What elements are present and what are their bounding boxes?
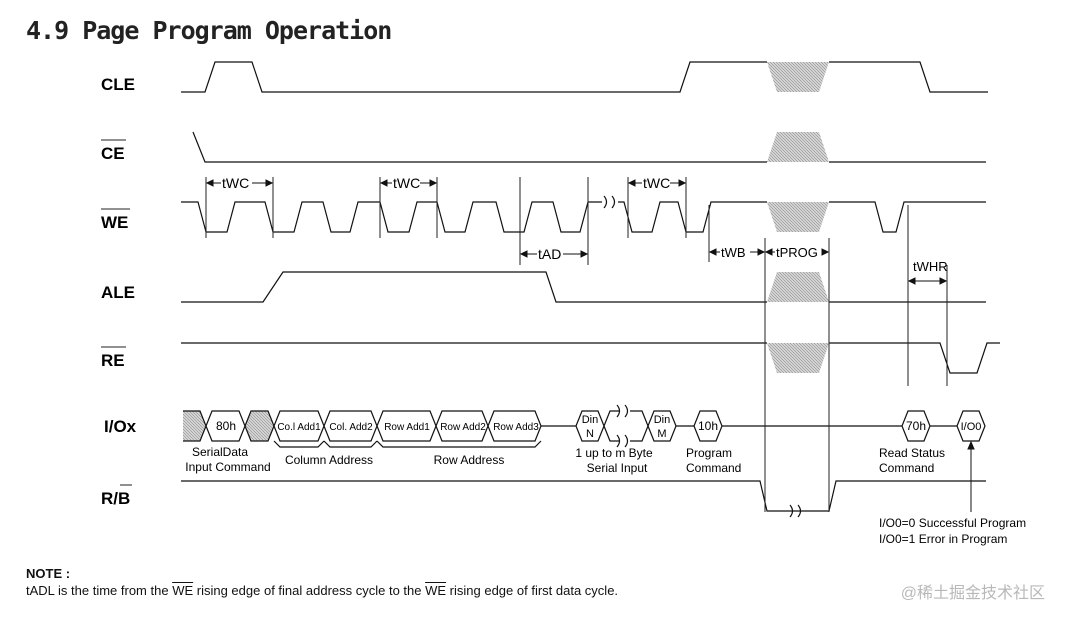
label-column-address: Column Address (285, 453, 373, 467)
signal-ale: ALE (101, 283, 135, 302)
ale-waveform (181, 271, 986, 303)
signal-ce: CE (101, 144, 125, 163)
ce-waveform (192, 131, 986, 163)
label-row-address: Row Address (434, 453, 505, 467)
note-we-2: WE (425, 583, 447, 598)
io-box-row-add1: Row Add1 (384, 422, 430, 433)
label-read-status: Read Status (879, 446, 945, 460)
note-we-1: WE (172, 583, 194, 598)
timing-twc-2: tWC (393, 175, 420, 191)
io-box-row-add3: Row Add3 (493, 422, 539, 433)
timing-twc-1: tWC (222, 175, 249, 191)
signal-we: WE (101, 213, 128, 232)
timing-twhr: tWHR (913, 259, 948, 274)
we-break (603, 195, 616, 209)
io-box-din-m-bottom: M (657, 428, 666, 440)
timing-twb: tWB (721, 245, 746, 260)
io-box-10h: 10h (698, 419, 718, 433)
io-dontcare-start (183, 411, 206, 441)
re-waveform (181, 342, 1000, 374)
timing-arrows (205, 179, 975, 512)
note-text: tADL is the time from the WE rising edge… (26, 583, 619, 598)
rb-waveform (181, 480, 986, 512)
io-box-din-n-top: Din (582, 414, 599, 426)
cle-waveform-b (181, 61, 988, 93)
label-result-success: I/O0=0 Successful Program (879, 516, 1026, 530)
column-address-bracket (273, 440, 378, 448)
io-box-row-add2: Row Add2 (440, 422, 486, 433)
row-address-bracket (376, 440, 542, 448)
signal-re: RE (101, 351, 125, 370)
rb-break (789, 504, 802, 518)
label-byte-input: 1 up to m Byte (575, 446, 653, 460)
io-box-col-add2: Col. Add2 (329, 422, 373, 433)
timing-tad: tAD (538, 246, 561, 262)
we-dontcare (767, 202, 829, 232)
io-box-col-add1: Co.l Add1 (277, 422, 321, 433)
cle-dontcare (767, 62, 829, 92)
io-dontcare-mid (245, 411, 274, 441)
io-box-70h: 70h (906, 419, 926, 433)
timing-guides (205, 177, 948, 512)
page-title: 4.9 Page Program Operation (26, 16, 392, 45)
io-box-din-n-bottom: N (586, 428, 594, 440)
label-input-command: Input Command (185, 460, 270, 474)
ce-dontcare (767, 132, 829, 162)
signal-cle: CLE (101, 75, 135, 94)
label-program-command: Command (686, 461, 741, 475)
label-result-error: I/O0=1 Error in Program (879, 532, 1007, 546)
signal-io: I/Ox (104, 417, 137, 436)
ale-dontcare (767, 272, 829, 302)
io-box-din-m-top: Din (654, 414, 671, 426)
watermark: @稀土掘金技术社区 (900, 585, 1045, 602)
label-serial-data: SerialData (192, 445, 248, 459)
label-read-status-command: Command (879, 461, 934, 475)
re-dontcare (767, 343, 829, 373)
note-block: NOTE : tADL is the time from the WE risi… (26, 565, 618, 599)
io-box-io0: I/O0 (961, 421, 982, 433)
signal-rb: R/B (101, 489, 130, 508)
we-waveform (181, 201, 986, 233)
io-box-80h: 80h (216, 419, 236, 433)
io-bus (183, 404, 986, 448)
label-program: Program (686, 446, 732, 460)
label-serial-input: Serial Input (587, 461, 648, 475)
timing-twc-3: tWC (643, 175, 670, 191)
timing-tprog: tPROG (776, 245, 818, 260)
note-heading: NOTE : (26, 566, 71, 581)
